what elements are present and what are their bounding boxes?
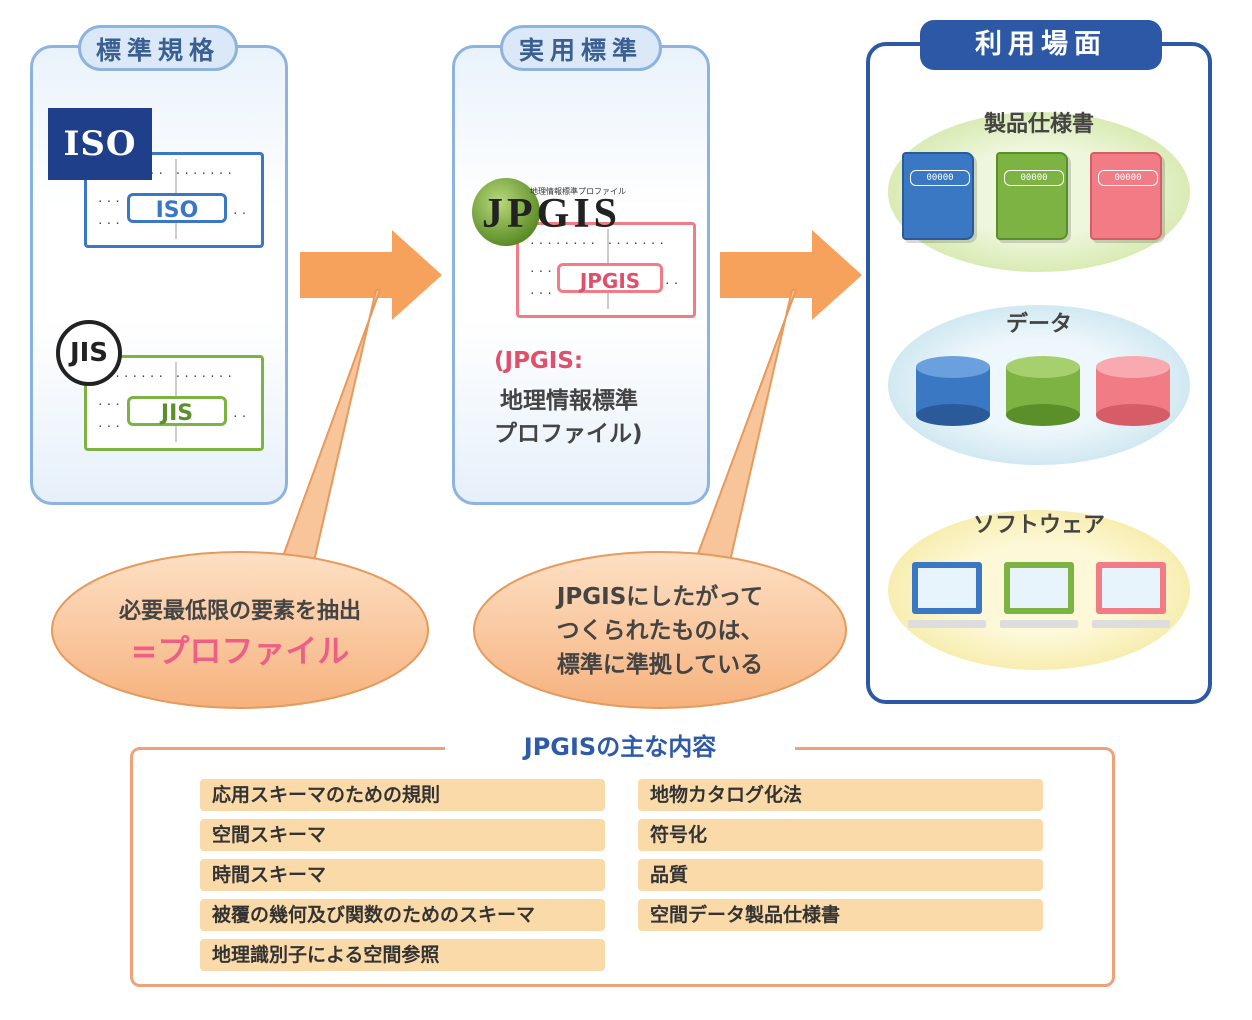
iso-book-label: ISO	[127, 193, 227, 223]
keyboard-pink-icon	[1092, 620, 1170, 628]
jpgis-note-line2: 地理情報標準	[500, 388, 638, 414]
callout-left-line1: 必要最低限の要素を抽出	[118, 599, 361, 624]
callout-left-bubble	[51, 289, 429, 709]
callout-left-line2: =プロファイル	[130, 632, 350, 670]
product-spec-label: 製品仕様書	[983, 112, 1094, 137]
database-blue-icon	[916, 356, 990, 426]
spec-book-green-icon: 00000	[996, 152, 1068, 240]
callout-right-line1: JPGISにしたがって	[556, 584, 764, 610]
standards-title: 標準規格	[78, 25, 238, 71]
contents-left-item: 地理識別子による空間参照	[200, 939, 605, 971]
contents-right-item: 符号化	[638, 819, 1043, 851]
jpgis-book-label: JPGIS	[557, 263, 663, 293]
spec-book-pink-icon: 00000	[1090, 152, 1162, 240]
jpgis-book-icon: ········ ······· ··· ··· ·· JPGIS	[516, 222, 696, 318]
keyboard-blue-icon	[908, 620, 986, 628]
data-label: データ	[1005, 312, 1072, 337]
arrow-to-practical-icon	[300, 230, 442, 320]
contents-right-item: 地物カタログ化法	[638, 779, 1043, 811]
jpgis-logo-subtitle: 地理情報標準プロファイル	[530, 187, 626, 196]
software-label: ソフトウェア	[972, 513, 1105, 538]
jpgis-globe-icon	[472, 178, 540, 246]
spec-book-blue-icon: 00000	[902, 152, 974, 240]
jpgis-logo-text: JPGIS	[482, 191, 622, 237]
arrow-to-usage-icon	[720, 230, 862, 320]
contents-left-item: 被覆の幾何及び関数のためのスキーマ	[200, 899, 605, 931]
contents-left-item: 応用スキーマのための規則	[200, 779, 605, 811]
iso-logo: ISO	[48, 108, 152, 180]
jpgis-note-line3: プロファイル)	[494, 421, 643, 447]
contents-left-item: 時間スキーマ	[200, 859, 605, 891]
contents-right-item: 品質	[638, 859, 1043, 891]
callout-right-bubble	[473, 289, 847, 709]
usage-title: 利用場面	[920, 20, 1162, 70]
contents-title: JPGISの主な内容	[445, 730, 795, 764]
callout-right-line2: つくられたものは、	[556, 618, 764, 644]
jis-logo: JIS	[56, 320, 122, 386]
callout-right-line3: 標準に準拠している	[556, 652, 764, 678]
keyboard-green-icon	[1000, 620, 1078, 628]
jis-book-label: JIS	[127, 396, 227, 426]
database-pink-icon	[1096, 356, 1170, 426]
jpgis-note-line1: (JPGIS:	[494, 348, 584, 374]
contents-right-item: 空間データ製品仕様書	[638, 899, 1043, 931]
database-green-icon	[1006, 356, 1080, 426]
monitor-pink-icon	[1096, 562, 1166, 614]
contents-left-item: 空間スキーマ	[200, 819, 605, 851]
monitor-green-icon	[1004, 562, 1074, 614]
practical-title: 実用標準	[500, 25, 662, 71]
monitor-blue-icon	[912, 562, 982, 614]
